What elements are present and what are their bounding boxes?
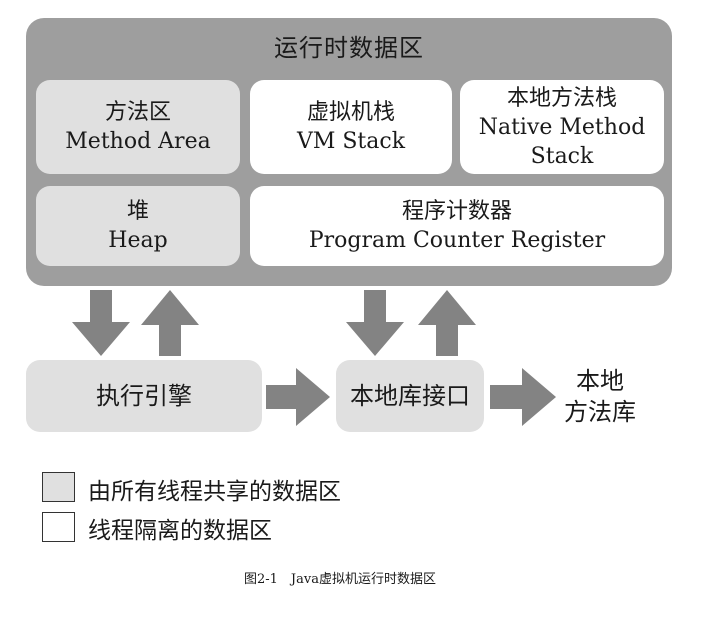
pc-register-zh-label: 程序计数器 [401, 199, 512, 224]
heap-en-label: Heap [108, 228, 168, 253]
legend-shared-swatch [42, 472, 75, 502]
native-method-stack-box: 本地方法栈 Native Method Stack [460, 80, 664, 174]
vm-stack-zh-label: 虚拟机栈 [306, 100, 395, 125]
down-arrow-icon [346, 290, 404, 356]
right-arrow-icon [490, 368, 556, 426]
down-arrow-icon [72, 290, 130, 356]
native-stack-en-label-line1: Native Method [478, 114, 646, 140]
pc-register-en-label: Program Counter Register [308, 228, 606, 253]
native-library-label-line1: 本地 [576, 367, 624, 395]
vm-stack-en-label: VM Stack [296, 129, 406, 154]
native-stack-zh-label: 本地方法栈 [506, 85, 617, 111]
execution-engine-label: 执行引擎 [96, 381, 192, 410]
method-area-zh-label: 方法区 [104, 100, 171, 125]
method-area-en-label: Method Area [65, 129, 211, 154]
native-method-library: 本地 方法库 [560, 366, 640, 428]
figure-caption: 图2-1 Java虚拟机运行时数据区 [244, 572, 436, 587]
execution-engine-box: 执行引擎 [26, 360, 262, 432]
heap-box: 堆 Heap [36, 186, 240, 266]
legend-isolated-label: 线程隔离的数据区 [88, 518, 272, 544]
right-arrow-icon [266, 368, 330, 426]
up-arrow-icon [141, 290, 199, 356]
native-interface-label: 本地库接口 [350, 381, 470, 410]
runtime-data-area-title: 运行时数据区 [274, 34, 424, 62]
program-counter-register-box: 程序计数器 Program Counter Register [250, 186, 664, 266]
heap-zh-label: 堆 [126, 199, 149, 224]
legend-shared-label: 由所有线程共享的数据区 [88, 479, 341, 505]
up-arrow-icon [418, 290, 476, 356]
vm-stack-box: 虚拟机栈 VM Stack [250, 80, 452, 174]
legend-isolated-swatch [42, 512, 75, 542]
native-library-label-line2: 方法库 [564, 398, 636, 426]
method-area-box: 方法区 Method Area [36, 80, 240, 174]
native-interface-box: 本地库接口 [336, 360, 484, 432]
native-stack-en-label-line2: Stack [530, 143, 594, 169]
